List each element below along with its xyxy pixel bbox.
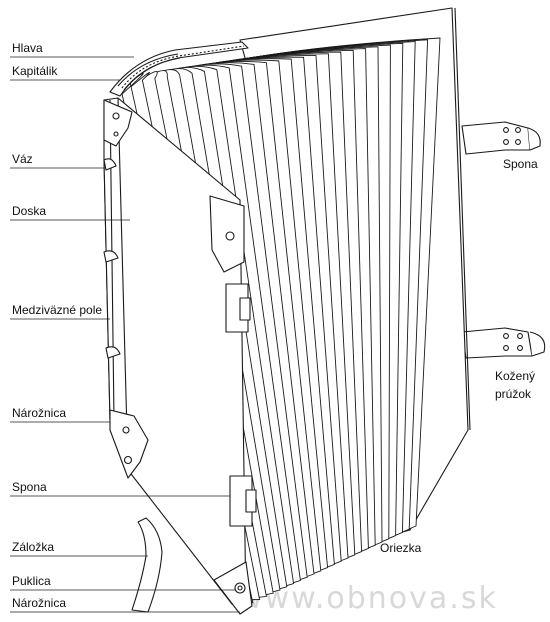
label-naroznica-top: Nárožnica: [12, 406, 66, 420]
label-vaz: Váz: [12, 152, 33, 166]
label-oriezka: Oriezka: [380, 541, 422, 555]
label-doska: Doska: [12, 204, 46, 218]
clasp-front-top: [209, 195, 251, 333]
label-spona-left: Spona: [12, 480, 47, 494]
label-spona-right: Spona: [503, 157, 538, 171]
bookmark-ribbon: [131, 517, 163, 613]
label-medzivazne-pole: Medziväzné pole: [12, 303, 102, 317]
corner-fitting-top: [103, 99, 133, 147]
leather-strap-bottom: [461, 327, 546, 359]
label-pruzok: prúžok: [495, 387, 532, 401]
label-kapitalik: Kapitálik: [12, 64, 58, 78]
clasp-front-bottom: [229, 475, 257, 527]
leader-lines: [10, 56, 240, 613]
boss-and-corner-bottom: [213, 561, 253, 615]
label-hlava: Hlava: [12, 41, 43, 55]
corner-fitting-mid: [109, 409, 149, 479]
label-puklica: Puklica: [12, 574, 51, 588]
label-zalozka: Záložka: [12, 540, 54, 554]
label-kozeny: Kožený: [495, 369, 535, 383]
leather-strap-top: [461, 121, 541, 155]
headband: [109, 41, 249, 97]
label-naroznica-bottom: Nárožnica: [12, 596, 66, 610]
